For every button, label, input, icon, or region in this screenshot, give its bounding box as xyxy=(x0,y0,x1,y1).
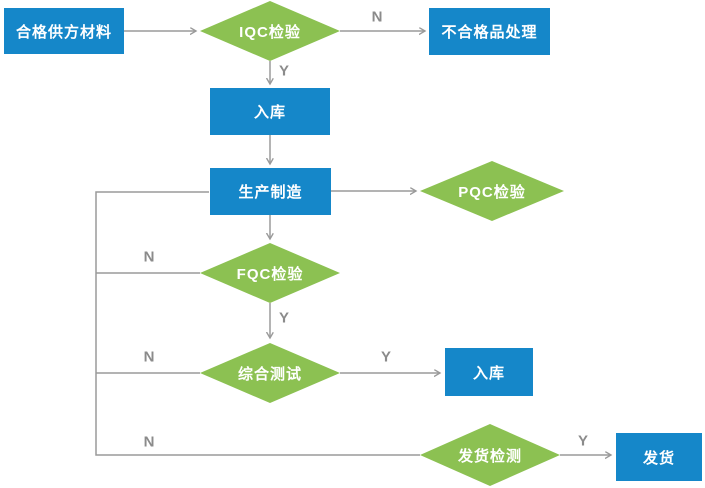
decision-shipping-inspection: 发货检测 xyxy=(420,424,560,486)
edge-label-shipping-yes: Y xyxy=(577,432,589,450)
node-label-fqc-inspection: FQC检验 xyxy=(236,265,304,283)
decision-iqc-inspection: IQC检验 xyxy=(200,1,340,61)
node-label-iqc-inspection: IQC检验 xyxy=(239,23,301,41)
connector-shipping-no-feedback-to-production xyxy=(95,191,420,456)
decision-pqc-inspection: PQC检验 xyxy=(420,161,564,221)
process-production: 生产制造 xyxy=(210,168,331,215)
decision-fqc-inspection: FQC检验 xyxy=(200,243,340,303)
edge-label-fqc-no: N xyxy=(143,248,155,266)
node-label-pqc-inspection: PQC检验 xyxy=(458,183,526,201)
process-warehouse-in-1: 入库 xyxy=(210,88,330,135)
node-label-production: 生产制造 xyxy=(238,184,303,201)
node-label-nonconforming-handling: 不合格品处理 xyxy=(441,24,538,41)
process-warehouse-in-2: 入库 xyxy=(445,348,533,396)
edge-label-shipping-no: N xyxy=(143,433,155,451)
node-label-warehouse-in-1: 入库 xyxy=(253,104,286,121)
node-label-ship: 发货 xyxy=(642,449,675,467)
edge-label-iqc-no: N xyxy=(371,8,383,26)
node-label-integrated-test: 综合测试 xyxy=(237,365,302,383)
edge-label-fqc-yes: Y xyxy=(278,309,290,327)
decision-integrated-test: 综合测试 xyxy=(200,343,340,403)
edge-label-integrated-yes: Y xyxy=(380,348,392,366)
edge-label-integrated-no: N xyxy=(143,348,155,366)
node-label-warehouse-in-2: 入库 xyxy=(472,364,505,382)
node-label-supplier-material: 合格供方材料 xyxy=(15,23,112,41)
process-supplier-material: 合格供方材料 xyxy=(4,8,124,54)
node-label-shipping-inspection: 发货检测 xyxy=(457,447,522,465)
process-nonconforming-handling: 不合格品处理 xyxy=(429,8,550,55)
process-ship: 发货 xyxy=(616,433,702,481)
edge-label-iqc-yes: Y xyxy=(278,62,290,80)
